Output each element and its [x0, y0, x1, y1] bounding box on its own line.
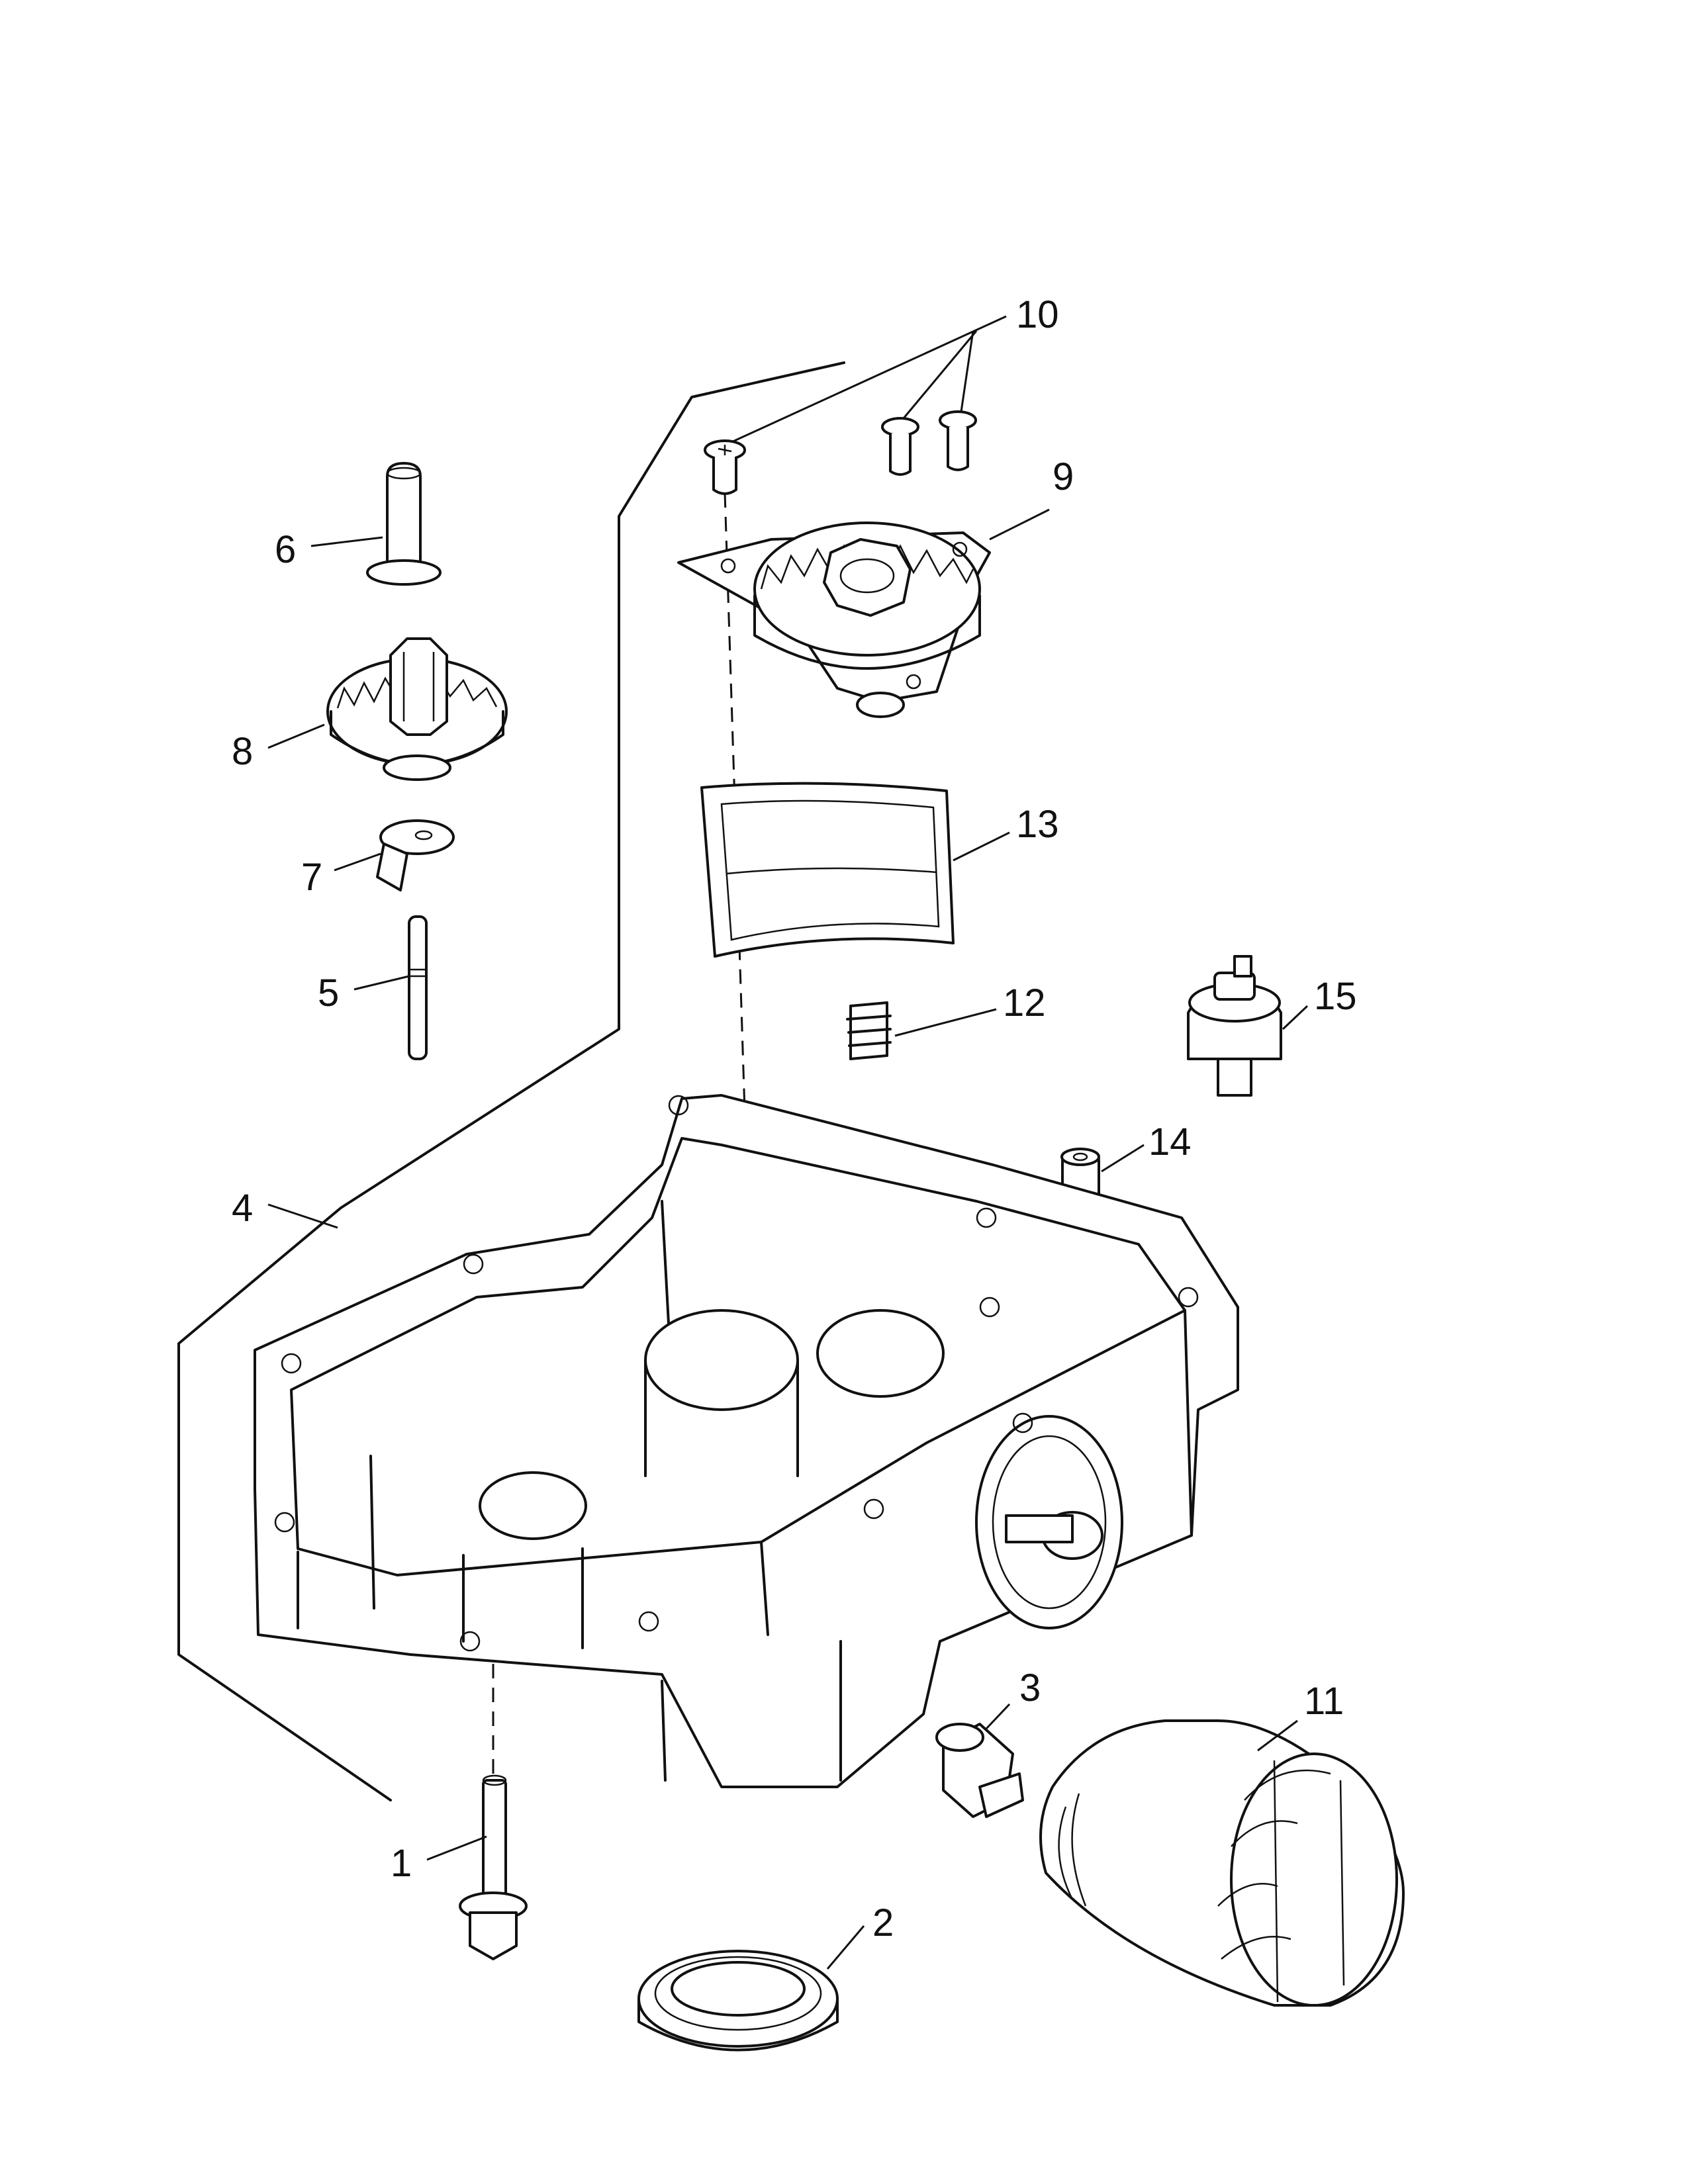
- part-4-oil-pan[interactable]: [254, 1094, 1239, 1788]
- part-13-screen[interactable]: [700, 782, 955, 958]
- part-3-drain-plug[interactable]: [935, 1723, 1024, 1818]
- part-1-bolt[interactable]: [459, 1774, 528, 1960]
- leader-6: [310, 536, 383, 547]
- leader-4: [267, 1203, 338, 1229]
- callout-15: 15: [1314, 975, 1357, 1018]
- part-7-clip[interactable]: [376, 819, 455, 891]
- part-10-screw-right[interactable]: [939, 410, 977, 471]
- callout-4: 4: [232, 1187, 253, 1230]
- callout-9: 9: [1053, 455, 1074, 498]
- leader-15: [1282, 1005, 1309, 1030]
- part-8-gear[interactable]: [326, 637, 508, 781]
- leader-10c: [960, 330, 974, 412]
- part-12-spring[interactable]: [846, 1001, 892, 1060]
- leader-1: [426, 1835, 487, 1861]
- part-10-screw-left[interactable]: [704, 439, 746, 495]
- callout-7: 7: [301, 856, 322, 899]
- leader-2: [826, 1925, 865, 1970]
- leader-13: [953, 831, 1010, 862]
- callout-12: 12: [1003, 981, 1046, 1024]
- part-2-oil-seal[interactable]: [637, 1950, 839, 2052]
- part-11-oil-filter[interactable]: [1039, 1719, 1405, 2007]
- callout-2: 2: [872, 1901, 894, 1944]
- leader-7: [334, 852, 381, 872]
- part-6-pin[interactable]: [366, 462, 442, 586]
- callout-11: 11: [1304, 1680, 1344, 1723]
- part-9-oil-pump[interactable]: [677, 522, 991, 718]
- leader-10b: [902, 330, 978, 419]
- leader-12: [894, 1008, 997, 1037]
- part-10-screw-middle[interactable]: [881, 417, 919, 476]
- leader-11: [1257, 1719, 1298, 1752]
- leader-3: [985, 1703, 1011, 1730]
- callout-10: 10: [1016, 293, 1059, 336]
- leader-9: [989, 508, 1050, 541]
- leader-5: [353, 975, 410, 991]
- assembly-bracket-line: [177, 361, 845, 1801]
- callout-13: 13: [1016, 803, 1059, 846]
- callout-8: 8: [232, 730, 253, 773]
- part-15-pressure-switch[interactable]: [1187, 955, 1282, 1097]
- leader-8: [267, 723, 325, 749]
- leader-lines: [267, 315, 1309, 1970]
- part-5-shaft[interactable]: [408, 915, 428, 1060]
- callout-3: 3: [1019, 1666, 1041, 1709]
- callout-6: 6: [275, 528, 296, 571]
- callout-14: 14: [1149, 1120, 1192, 1163]
- callout-labels: 1 2 3 4 5 6 7 8 9 10 11 12 13 14 15: [232, 293, 1357, 1944]
- leader-14: [1101, 1144, 1145, 1173]
- callout-5: 5: [318, 972, 339, 1015]
- leader-10a: [731, 315, 1007, 443]
- callout-1: 1: [391, 1842, 412, 1885]
